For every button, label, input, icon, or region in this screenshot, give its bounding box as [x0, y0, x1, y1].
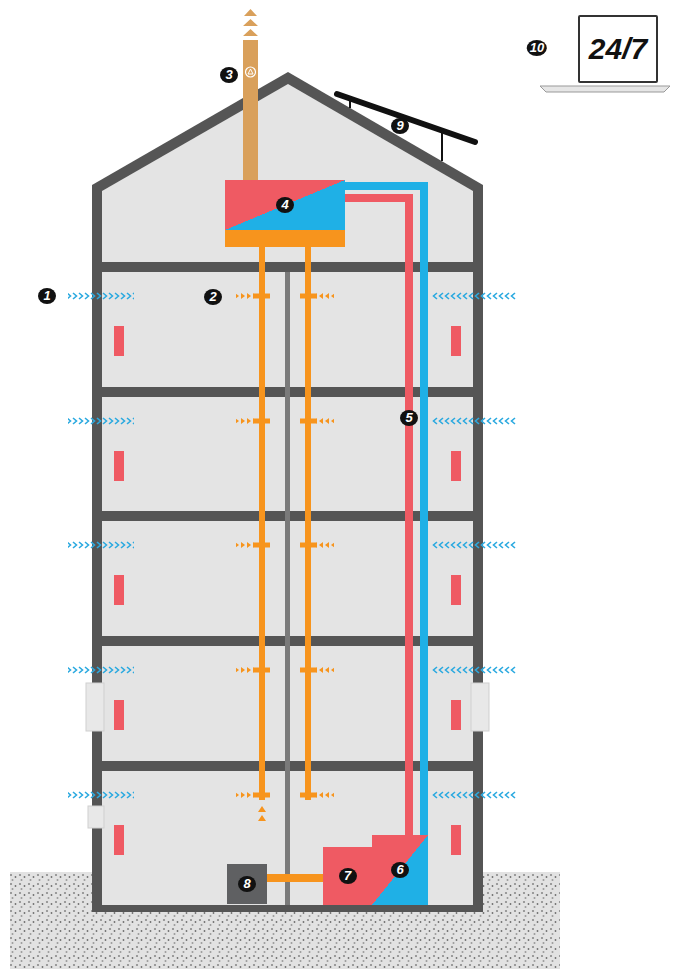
callout-number: 2 — [204, 289, 222, 305]
callout-number: 6 — [391, 862, 409, 878]
exhaust-ducts — [225, 230, 345, 821]
controller-box: 8 — [227, 864, 267, 904]
callout-number: 4 — [276, 197, 294, 213]
building-interior — [102, 84, 473, 905]
heat-pump: 6 — [372, 835, 428, 905]
air-flow-arrows — [68, 292, 516, 799]
callout-number: 3 — [220, 67, 238, 83]
building-shell — [92, 72, 483, 912]
callout-number: 5 — [400, 410, 418, 426]
laptop-base — [540, 86, 670, 92]
pipe-connector — [345, 186, 424, 835]
callout-number: 1 — [38, 288, 56, 304]
monitor-screen: 24/7 — [578, 15, 658, 83]
heat-recovery-unit: 4 — [225, 180, 345, 230]
callout-number: 8 — [238, 876, 256, 892]
pipe-connector — [267, 874, 323, 882]
solar-panel — [337, 94, 475, 161]
storage-tank: 7 — [323, 847, 372, 905]
windows — [86, 683, 489, 828]
exhaust-chimney — [243, 9, 258, 180]
center-wall — [285, 272, 290, 905]
pipe-connector — [345, 198, 409, 835]
callout-number: 10 — [527, 40, 547, 56]
status-text: 24/7 — [589, 32, 647, 66]
callout-number: 9 — [391, 118, 409, 134]
callout-number: 7 — [339, 868, 357, 884]
